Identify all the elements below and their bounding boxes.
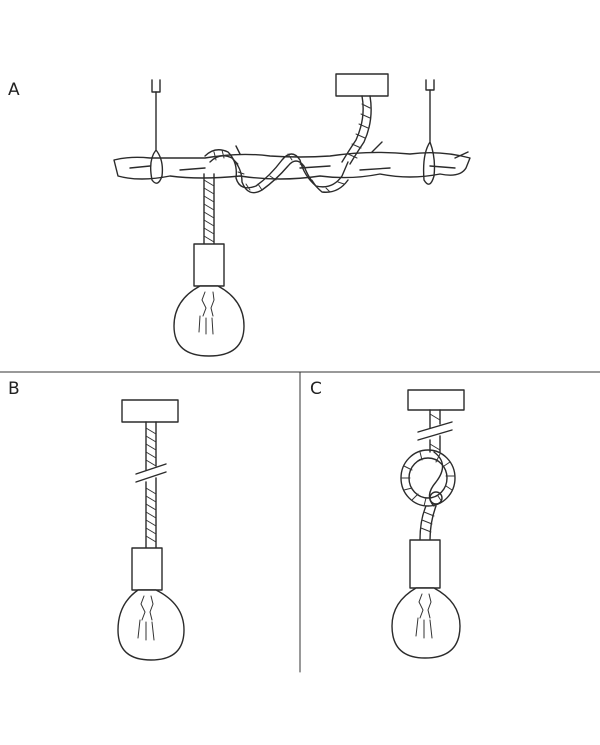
rope-knot-c — [400, 449, 456, 507]
rope-wrapped-on-branch — [204, 149, 349, 194]
lamp-holder-b — [131, 547, 163, 591]
panel-b-drawing — [117, 399, 185, 661]
ceiling-rose-c — [407, 389, 465, 411]
lamp-holder-c — [409, 539, 441, 589]
panel-label-b: B — [8, 379, 20, 399]
light-bulb-c — [391, 587, 461, 659]
hanging-wire-left — [149, 79, 164, 184]
rope-a-upper — [341, 95, 372, 165]
light-bulb-a — [173, 285, 245, 357]
cut-mark-c — [417, 421, 453, 441]
panel-c-drawing — [391, 389, 465, 659]
wooden-branch — [113, 151, 471, 180]
light-bulb-b — [117, 589, 185, 661]
rope-a-lower — [203, 173, 215, 245]
panel-label-a: A — [8, 80, 20, 100]
lamp-holder-a — [193, 243, 225, 287]
ceiling-rose-a — [335, 73, 389, 97]
rope-b — [135, 421, 167, 549]
rope-c-upper — [417, 409, 453, 453]
panel-a-drawing — [113, 73, 471, 357]
panel-label-c: C — [310, 379, 322, 399]
cut-mark-b — [135, 463, 167, 483]
hanging-wire-right — [422, 79, 436, 185]
rope-c-lower — [419, 505, 437, 541]
ceiling-rose-b — [121, 399, 179, 423]
